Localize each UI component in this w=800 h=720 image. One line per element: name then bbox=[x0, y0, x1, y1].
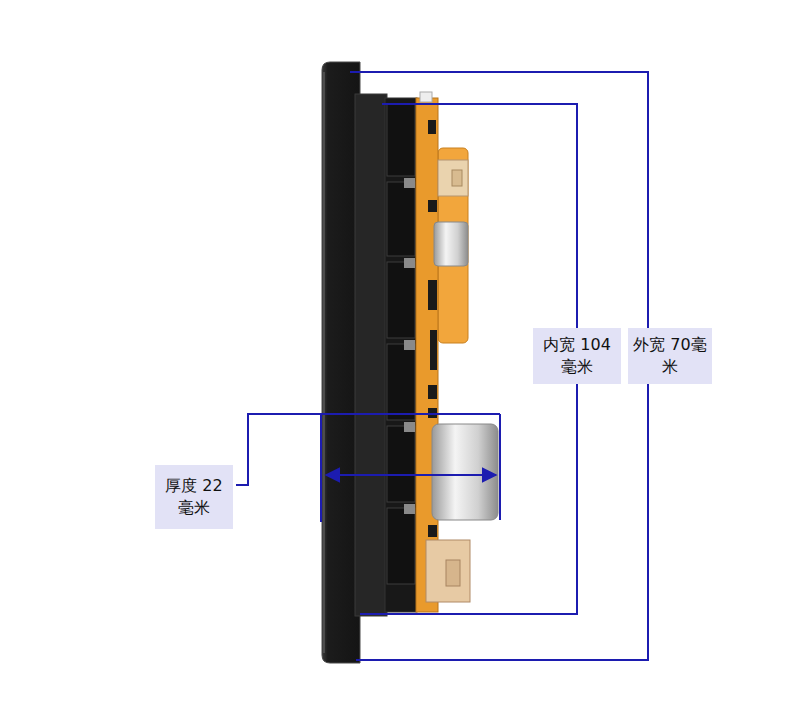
thickness-leader bbox=[236, 414, 500, 485]
capacitor bbox=[432, 424, 498, 520]
button bbox=[387, 426, 415, 502]
dimension-label: 内宽 104毫米 bbox=[533, 328, 621, 384]
pcb bbox=[416, 98, 438, 612]
dimension-label: 外宽 70毫米 bbox=[628, 328, 712, 384]
pcb-top-tab bbox=[420, 92, 432, 102]
thickness-tick bbox=[499, 414, 501, 520]
connector-pin bbox=[446, 560, 460, 586]
illustration-part bbox=[428, 280, 437, 310]
connector-pin bbox=[452, 170, 462, 186]
illustration-part bbox=[430, 330, 437, 370]
dimension-text: 厚度 22毫米 bbox=[159, 475, 229, 518]
dimension-label: 厚度 22毫米 bbox=[155, 465, 233, 529]
dimension-text: 内宽 104毫米 bbox=[537, 334, 617, 377]
switch-tab bbox=[404, 504, 415, 514]
switch-tab bbox=[404, 178, 415, 188]
capacitor bbox=[434, 222, 468, 266]
button bbox=[387, 262, 415, 338]
connector bbox=[438, 160, 468, 196]
thickness-arrow bbox=[326, 474, 496, 476]
button bbox=[387, 344, 415, 420]
thickness-tick bbox=[320, 414, 322, 522]
outer-width-bracket bbox=[350, 72, 648, 660]
switch-tab bbox=[404, 258, 415, 268]
button bbox=[387, 104, 415, 176]
bezel-highlight bbox=[324, 72, 325, 653]
illustration-part bbox=[428, 385, 437, 399]
dimension-text: 外宽 70毫米 bbox=[632, 334, 708, 377]
button bbox=[387, 182, 415, 256]
button-column bbox=[385, 98, 417, 612]
illustration-part bbox=[428, 120, 436, 134]
button-housing bbox=[385, 98, 417, 612]
switch-tab bbox=[404, 422, 415, 432]
switch-tab bbox=[404, 340, 415, 350]
front-bezel bbox=[322, 62, 360, 663]
connector bbox=[426, 540, 470, 602]
button bbox=[387, 508, 415, 584]
illustration-part bbox=[428, 200, 437, 212]
panel-body bbox=[355, 94, 387, 616]
dimension-lines bbox=[236, 72, 648, 660]
illustration-part bbox=[428, 525, 437, 537]
